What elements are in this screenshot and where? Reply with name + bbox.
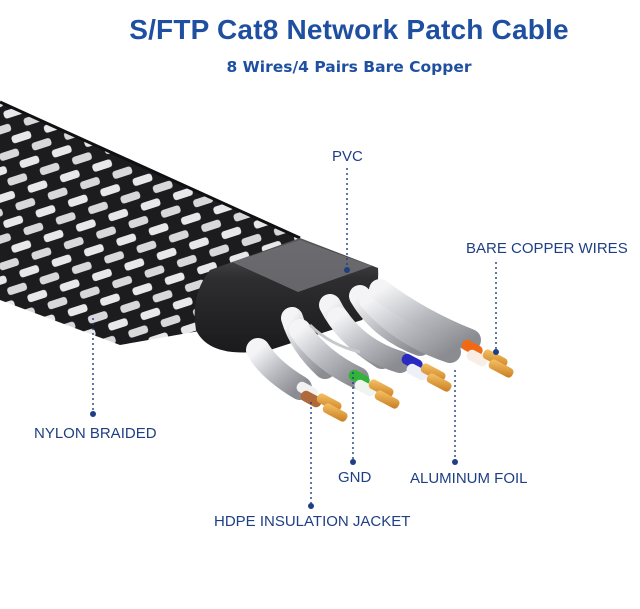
conductors [296, 339, 514, 422]
label-bare-copper-wires: BARE COPPER WIRES [466, 240, 628, 257]
leader-dots [90, 267, 499, 509]
leader-lines [92, 168, 497, 506]
label-gnd: GND [338, 469, 372, 486]
label-nylon-braided: NYLON BRAIDED [34, 425, 157, 442]
label-pvc: PVC [332, 148, 363, 165]
label-hdpe-insulation-jacket: HDPE INSULATION JACKET [214, 513, 411, 530]
label-aluminum-foil: ALUMINUM FOIL [410, 470, 528, 487]
wire-pairs [246, 279, 481, 400]
product-title: S/FTP Cat8 Network Patch Cable [129, 14, 569, 45]
product-subtitle: 8 Wires/4 Pairs Bare Copper [226, 58, 472, 76]
